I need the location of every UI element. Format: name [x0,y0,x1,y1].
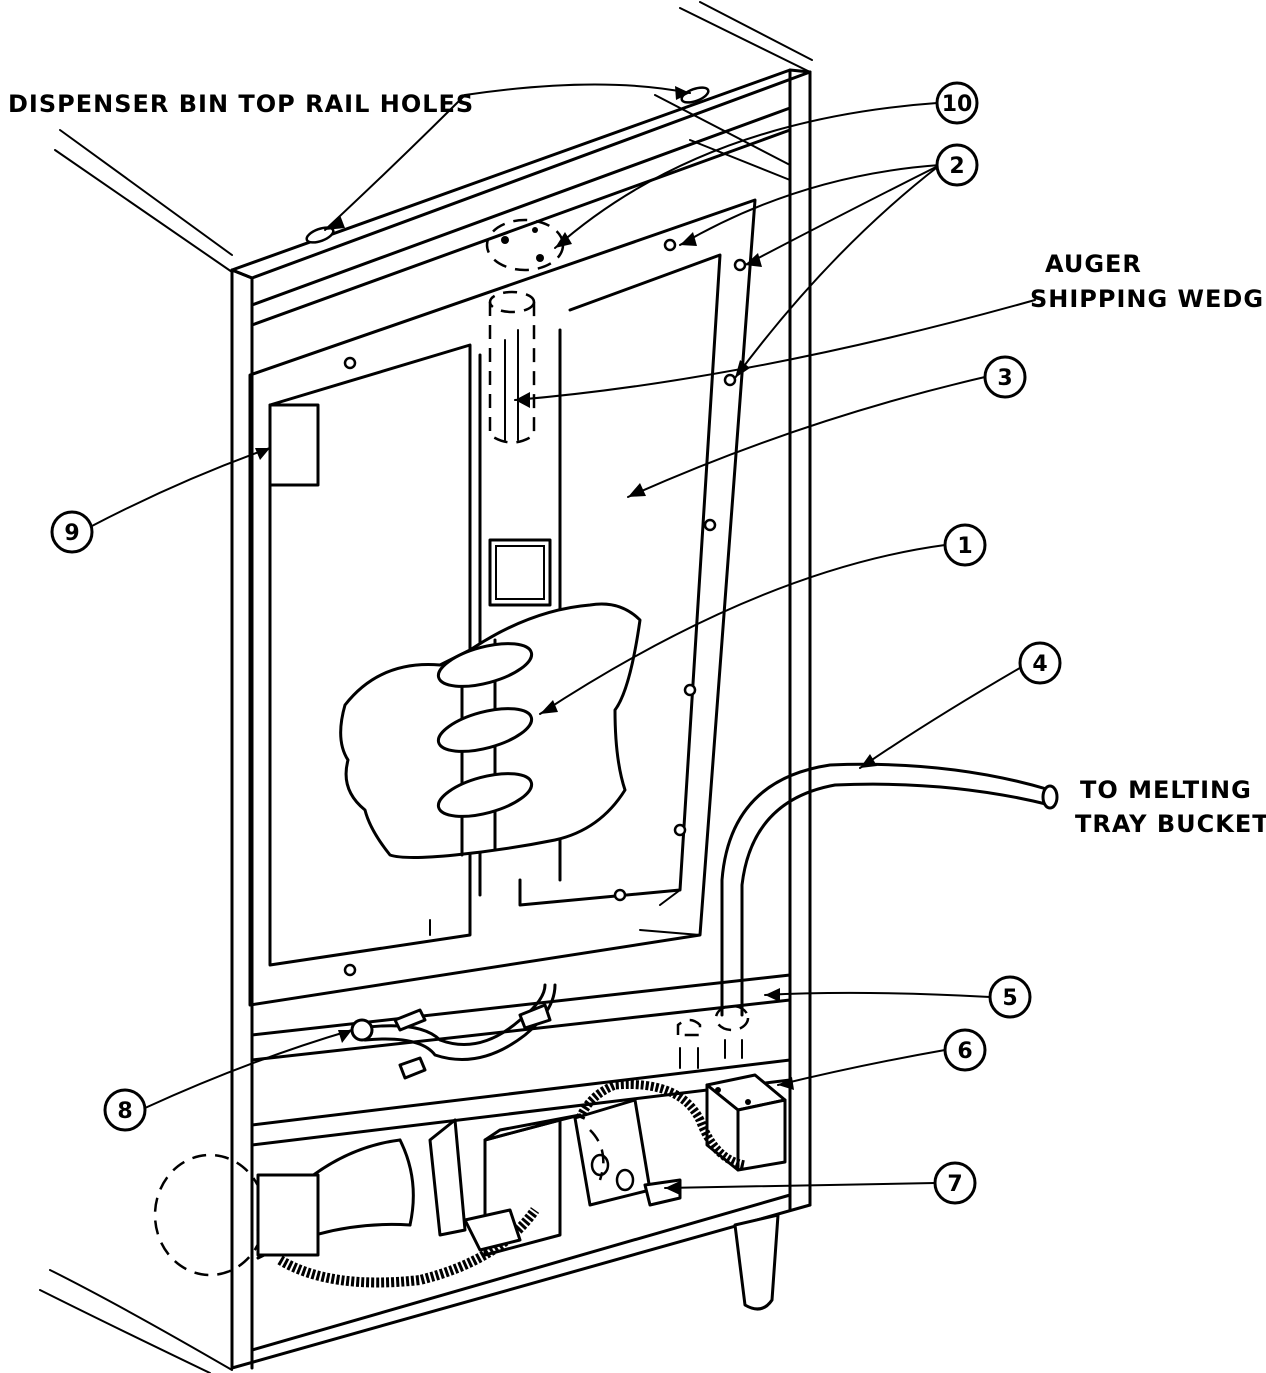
leader-lines [89,83,1036,1189]
callout-9: 9 [50,510,94,554]
svg-text:1: 1 [957,534,972,559]
svg-text:8: 8 [117,1099,132,1124]
callout-4: 4 [1018,641,1062,685]
arrowheads [255,86,877,1195]
callout-2: 2 [935,143,979,187]
melting-tray-label-line1: TO MELTING [1080,776,1252,804]
callouts: 10 2 3 9 1 4 5 6 [50,81,1062,1205]
drain-tube [676,762,1059,1069]
svg-text:6: 6 [957,1039,972,1064]
callout-1: 1 [943,523,987,567]
svg-text:9: 9 [64,521,79,546]
motor-assembly [153,1079,746,1288]
svg-text:5: 5 [1002,986,1017,1011]
svg-text:10: 10 [942,92,973,117]
melting-tray-label-line2: TRAY BUCKET [1075,810,1266,838]
svg-text:3: 3 [997,366,1012,391]
svg-text:7: 7 [947,1172,962,1197]
svg-text:4: 4 [1032,652,1047,677]
text-labels: DISPENSER BIN TOP RAIL HOLES AUGER SHIPP… [8,90,1266,838]
junction-box [705,1073,787,1172]
callout-6: 6 [943,1028,987,1072]
top-rail-holes-label: DISPENSER BIN TOP RAIL HOLES [8,90,474,118]
callout-10: 10 [935,81,979,125]
auger-wedge-label-line1: AUGER [1045,250,1142,278]
callout-3: 3 [983,355,1027,399]
auger-wedge-label-line2: SHIPPING WEDGE [1030,285,1266,313]
callout-8: 8 [103,1088,147,1132]
callout-7: 7 [933,1161,977,1205]
top-rail-holes [305,86,710,244]
lower-tube [350,983,557,1080]
svg-text:2: 2 [949,154,964,179]
callout-5: 5 [988,975,1032,1019]
cabinet-frame [39,1,813,1373]
auger-cutaway [339,602,642,859]
bin-panel [248,198,757,1007]
